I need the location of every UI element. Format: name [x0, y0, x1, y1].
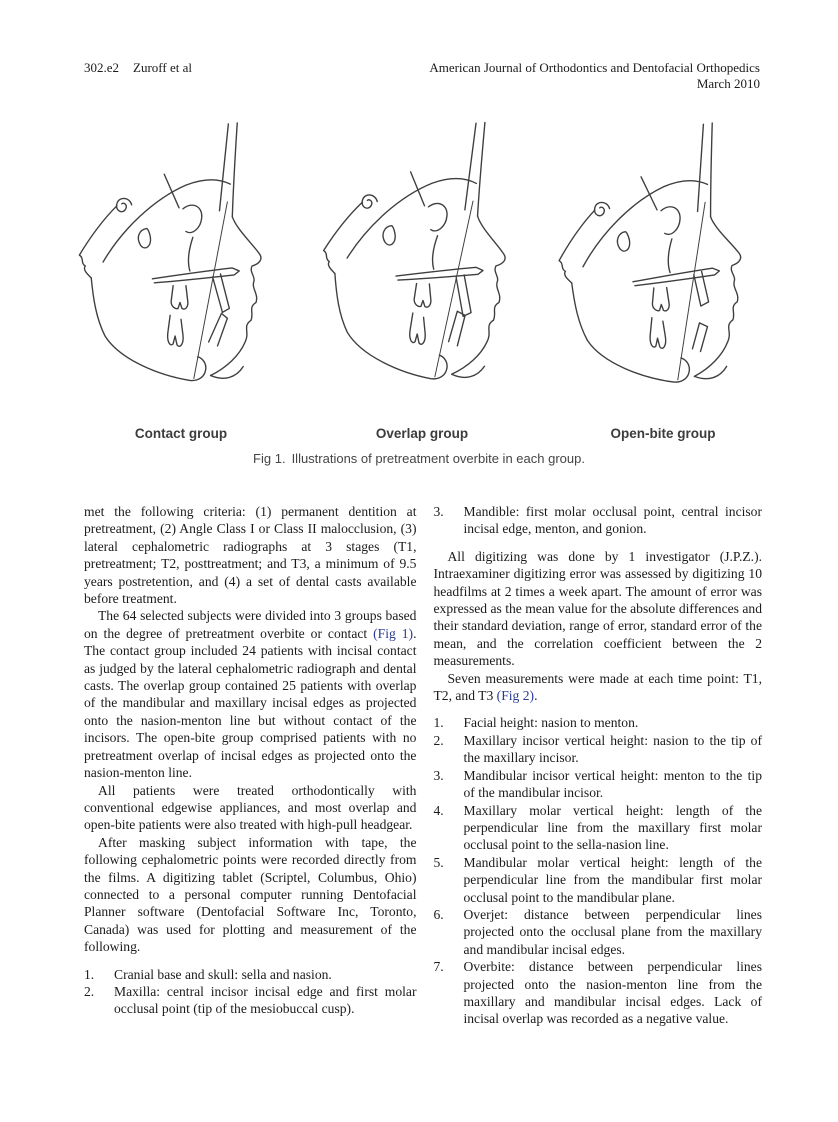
figure-overlap-group: Overlap group [307, 118, 537, 441]
left-column: met the following criteria: (1) permanen… [84, 503, 416, 1028]
paragraph-text: . The contact group included 24 patients… [84, 625, 417, 781]
header-left: 302.e2 Zuroff et al [84, 60, 192, 92]
list-number: 2. [433, 732, 444, 748]
figure-caption: Fig 1. Illustrations of pretreatment over… [0, 451, 838, 466]
list-item: 7. Overbite: distance between perpendicu… [433, 958, 762, 1028]
list-text: Overbite: distance between perpendicular… [463, 959, 762, 1027]
group-label-overlap: Overlap group [375, 426, 469, 441]
list-item: 6. Overjet: distance between perpendicul… [433, 906, 762, 958]
figure-caption-text: Illustrations of pretreatment overbite i… [291, 451, 585, 466]
cephalometric-tracing-contact [78, 122, 262, 382]
header-right: American Journal of Orthodontics and Den… [429, 60, 760, 92]
list-item: 3. Mandibular incisor vertical height: m… [433, 767, 762, 802]
figure-1: Contact group Overlap group Open-bite gr… [66, 118, 778, 441]
list-text: Overjet: distance between perpendicular … [463, 906, 762, 957]
page-header: 302.e2 Zuroff et al American Journal of … [84, 60, 760, 92]
list-text: Maxillary incisor vertical height: nasio… [463, 732, 762, 766]
spacer [433, 704, 762, 714]
group-label-open-bite: Open-bite group [610, 426, 716, 441]
list-text: Facial height: nasion to menton. [463, 715, 639, 731]
fig2-crossref-link[interactable]: (Fig 2) [496, 688, 535, 704]
page-number: 302.e2 [84, 60, 120, 75]
figure-open-bite-group: Open-bite group [548, 118, 778, 441]
figure-contact-group: Contact group [66, 118, 296, 441]
list-number: 5. [433, 854, 444, 870]
list-text: Mandibular incisor vertical height: ment… [463, 767, 762, 801]
paragraph: All digitizing was done by 1 investigato… [433, 548, 762, 669]
journal-issue-date: March 2010 [696, 76, 760, 91]
paragraph: All patients were treated orthodonticall… [84, 782, 417, 833]
paragraph: met the following criteria: (1) permanen… [84, 504, 417, 607]
spacer [84, 956, 416, 966]
list-text: Mandibular molar vertical height: length… [463, 854, 762, 905]
list-number: 4. [433, 802, 444, 818]
body-columns: met the following criteria: (1) permanen… [84, 503, 762, 1028]
list-number: 1. [84, 966, 95, 982]
list-item: 1. Cranial base and skull: sella and nas… [84, 966, 416, 983]
paragraph: After masking subject information with t… [84, 834, 417, 955]
list-number: 1. [433, 715, 444, 731]
list-item: 2. Maxillary incisor vertical height: na… [433, 732, 762, 767]
list-item: 1. Facial height: nasion to menton. [433, 714, 762, 731]
list-number: 7. [433, 959, 444, 975]
paragraph: Seven measurements were made at each tim… [433, 670, 762, 705]
list-item: 3. Mandible: first molar occlusal point,… [433, 503, 762, 538]
list-number: 6. [433, 906, 444, 922]
right-column: 3. Mandible: first molar occlusal point,… [433, 503, 762, 1028]
paragraph-text: Seven measurements were made at each tim… [433, 670, 762, 704]
spacer [433, 538, 762, 548]
list-text: Cranial base and skull: sella and nasion… [114, 966, 332, 982]
paragraph: The 64 selected subjects were divided in… [84, 607, 416, 781]
list-number: 3. [433, 504, 444, 519]
list-item: 5. Mandibular molar vertical height: len… [433, 854, 762, 906]
group-label-contact: Contact group [134, 426, 228, 441]
list-item: 4. Maxillary molar vertical height: leng… [433, 802, 762, 854]
cephalometric-tracing-open-bite [553, 121, 746, 387]
fig1-crossref-link[interactable]: (Fig 1) [373, 625, 414, 641]
figure-caption-number: Fig 1. [253, 451, 286, 466]
list-item: 2. Maxilla: central incisor incisal edge… [84, 983, 416, 1018]
paragraph-text: . [534, 688, 538, 704]
list-number: 3. [433, 767, 444, 783]
list-text: Maxilla: central incisor incisal edge an… [114, 983, 417, 1017]
paragraph-text: The 64 selected subjects were divided in… [84, 608, 417, 641]
list-number: 2. [84, 983, 95, 999]
journal-title: American Journal of Orthodontics and Den… [429, 60, 760, 75]
cephalometric-tracing-overlap [319, 118, 510, 382]
running-authors: Zuroff et al [133, 60, 192, 75]
list-text: Mandible: first molar occlusal point, ce… [463, 504, 762, 537]
list-text: Maxillary molar vertical height: length … [463, 802, 762, 853]
